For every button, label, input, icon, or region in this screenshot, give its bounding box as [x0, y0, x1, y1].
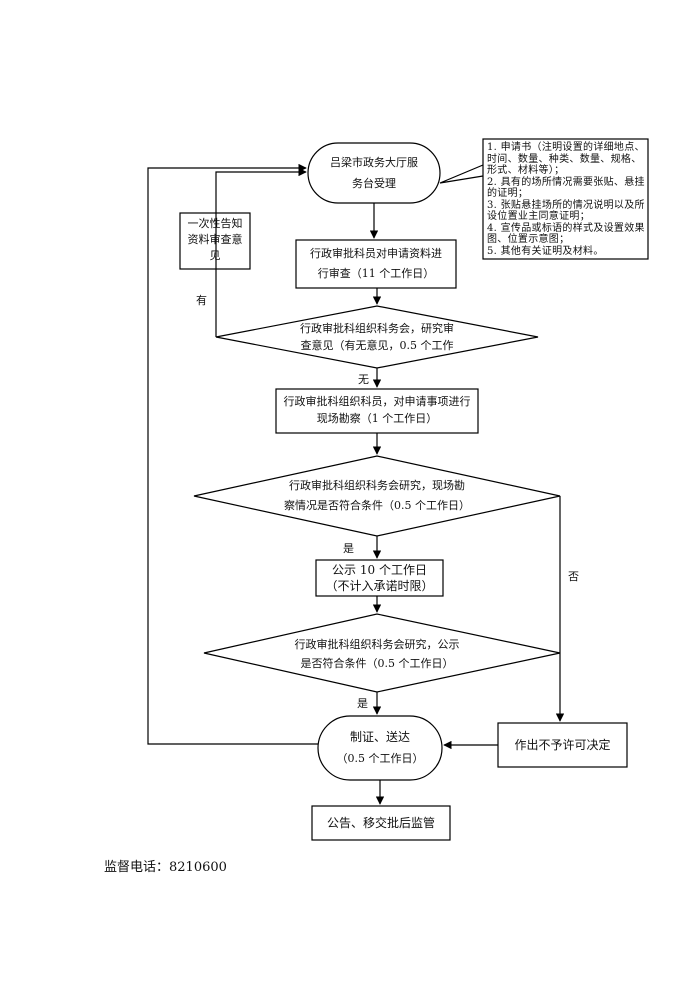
- conform-node: 行政审批科组织科务会研究，现场勘 察情况是否符合条件（0.5 个工作日）: [254, 476, 500, 516]
- publicity-node: 公示 10 个工作日 （不计入承诺时限）: [316, 562, 443, 594]
- review-line-1: 行政审批科员对申请资料进: [310, 247, 442, 260]
- notice-line-1: 一次性告知: [187, 217, 243, 230]
- review-line-2: 行审查（11 个工作日）: [317, 267, 435, 280]
- edge-label-no: 否: [568, 570, 579, 583]
- certificate-line-2: （0.5 个工作日）: [336, 752, 424, 765]
- notice-line-3: 见: [209, 249, 221, 262]
- review-shape: [295, 239, 457, 289]
- deny-label: 作出不予许可决定: [514, 737, 611, 752]
- opinion-shape: [215, 305, 539, 369]
- requirement-4: 4. 宣传品或标语的样式及设置效果图、位置示意图；: [487, 222, 645, 246]
- publicity-line-1: 公示 10 个工作日: [332, 563, 427, 577]
- inspect-line-2: 现场勘察（1 个工作日）: [316, 412, 438, 425]
- inspect-line-1: 行政审批科组织科员，对申请事项进行: [283, 395, 471, 408]
- edge-label-has: 有: [196, 294, 207, 307]
- edge-label-yes-2: 是: [357, 697, 368, 710]
- announce-label: 公告、移交批后监管: [326, 815, 435, 830]
- certificate-line-1: 制证、送达: [349, 730, 410, 744]
- conform-line-1: 行政审批科组织科务会研究，现场勘: [289, 479, 465, 492]
- opinion-node: 行政审批科组织科务会，研究审 查意见（有无意见，0.5 个工作: [256, 320, 498, 354]
- start-line-1: 吕梁市政务大厅服: [330, 156, 418, 169]
- publicity-line-2: （不计入承诺时限）: [325, 579, 434, 593]
- announce-shape: [311, 805, 451, 841]
- announce-node: 公告、移交批后监管: [312, 806, 450, 840]
- requirement-2: 2. 具有的场所情况需要张贴、悬挂的证明；: [487, 176, 645, 200]
- opinion-line-2: 查意见（有无意见，0.5 个工作: [300, 339, 454, 352]
- edge-label-yes-1: 是: [343, 542, 354, 555]
- conform2-line-1: 行政审批科组织科务会研究，公示: [294, 638, 460, 651]
- requirement-3: 3. 张贴悬挂场所的情况说明以及所设位置业主同意证明；: [487, 199, 645, 223]
- requirement-1: 1. 申请书（注明设置的详细地点、时间、数量、种类、数量、规格、形式、材料等）；: [487, 142, 645, 176]
- notice-node: 一次性告知 资料审查意 见: [180, 216, 250, 264]
- conform2-line-2: 是否符合条件（0.5 个工作日）: [300, 657, 454, 670]
- requirements-shape: [482, 138, 649, 260]
- requirements-note: 1. 申请书（注明设置的详细地点、时间、数量、种类、数量、规格、形式、材料等）；…: [487, 142, 645, 257]
- publicity-shape: [315, 559, 444, 597]
- notice-shape: [179, 212, 251, 270]
- supervision-phone: 监督电话：8210600: [104, 860, 227, 875]
- start-node: 吕梁市政务大厅服 务台受理: [308, 154, 440, 192]
- conform2-node: 行政审批科组织科务会研究，公示 是否符合条件（0.5 个工作日）: [262, 635, 492, 673]
- inspect-node: 行政审批科组织科员，对申请事项进行 现场勘察（1 个工作日）: [276, 393, 478, 427]
- conform-line-2: 察情况是否符合条件（0.5 个工作日）: [284, 499, 470, 512]
- edge-label-none: 无: [358, 373, 369, 386]
- start-line-2: 务台受理: [352, 177, 396, 190]
- notice-line-2: 资料审查意: [187, 233, 243, 246]
- requirement-5: 5. 其他有关证明及材料。: [487, 245, 604, 257]
- review-node: 行政审批科员对申请资料进 行审查（11 个工作日）: [296, 244, 456, 284]
- opinion-line-1: 行政审批科组织科务会，研究审: [300, 322, 454, 335]
- deny-node: 作出不予许可决定: [498, 723, 627, 767]
- certificate-node: 制证、送达 （0.5 个工作日）: [318, 726, 442, 770]
